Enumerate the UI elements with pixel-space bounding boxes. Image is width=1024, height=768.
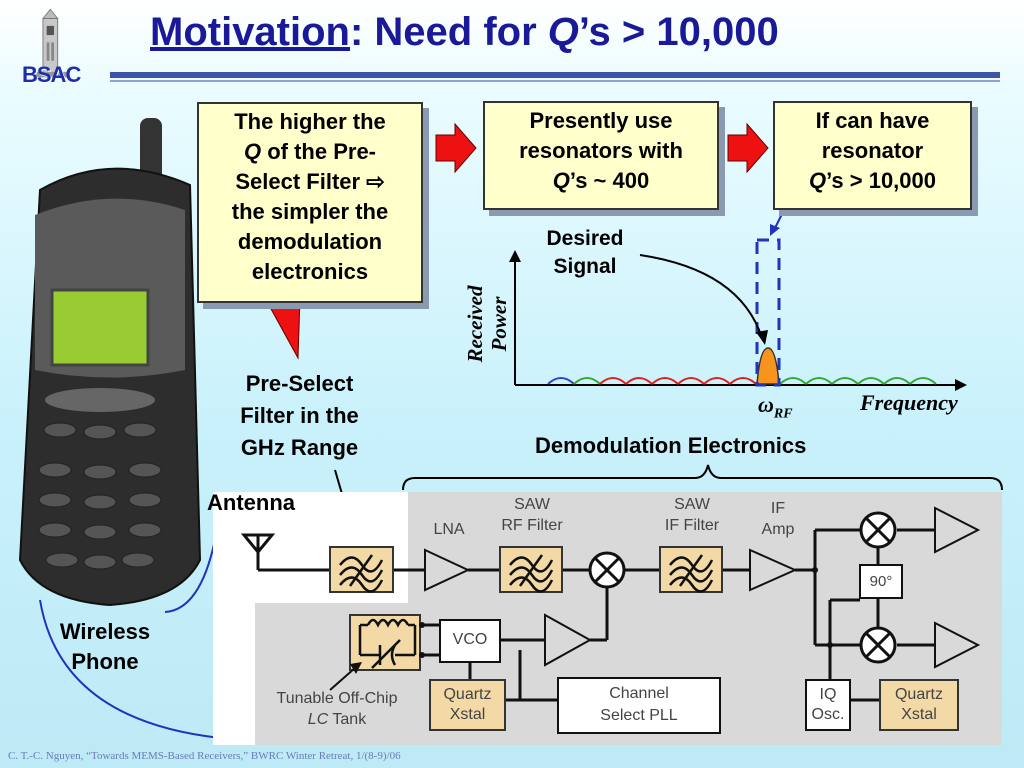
quartz1-line2: Xstal (449, 706, 486, 723)
title-q: Q (547, 10, 579, 54)
quartz-xstal-1: Quartz Xstal (430, 685, 505, 725)
frequency-label: Frequency (860, 390, 958, 415)
title-rule (110, 72, 1000, 78)
received-power-label: Received Power (463, 254, 511, 394)
if-amp-line2: Amp (761, 521, 795, 538)
box1-line1: The higher the (234, 109, 386, 134)
received-power-line1: Received (463, 285, 487, 363)
quartz2-line1: Quartz (894, 686, 943, 703)
saw-rf-label: SAW RF Filter (487, 494, 577, 536)
channel-pll-line1: Channel (609, 685, 669, 702)
title-text-end: ’s > 10,000 (578, 10, 779, 54)
saw-rf-line2: RF Filter (501, 517, 563, 534)
saw-if-line1: SAW (674, 496, 710, 513)
iq-osc-label: IQ Osc. (806, 685, 850, 725)
tunable-lc-label: Tunable Off-Chip LC Tank (258, 688, 416, 730)
channel-pll-label: Channel Select PLL (558, 683, 720, 727)
wireless-phone-line1: Wireless (59, 619, 151, 644)
tunable-line2: LC Tank (307, 711, 367, 728)
title-rule-thin (110, 80, 1000, 82)
pre-select-line2: Filter in the (240, 403, 359, 428)
received-power-line2: Power (487, 296, 511, 352)
pre-select-label: Pre-Select Filter in the GHz Range (212, 368, 387, 464)
box1-line5: demodulation (237, 229, 383, 254)
phone-illustration (18, 118, 202, 607)
desired-signal-line1: Desired (546, 227, 624, 250)
box1-q: Q (243, 139, 262, 164)
slide-title: Motivation: Need for Q’s > 10,000 (150, 10, 779, 55)
wireless-phone-line2: Phone (71, 649, 139, 674)
box-higher-q: The higher the Q of the Pre- Select Filt… (197, 102, 423, 303)
box1-line6: electronics (251, 259, 369, 284)
red-arrow-1 (435, 122, 477, 174)
filter-window (755, 238, 781, 387)
title-motivation: Motivation (150, 10, 350, 54)
title-text: : Need for (349, 10, 548, 54)
saw-if-line2: IF Filter (664, 517, 720, 534)
if-amp-line1: IF (770, 500, 786, 517)
box-if-can-have: If can have resonator Q’s > 10,000 (773, 101, 972, 210)
box1-line4: the simpler the (231, 199, 389, 224)
desired-signal-line2: Signal (553, 255, 617, 278)
box2-line2: resonators with (519, 138, 683, 163)
footer-citation: C. T.-C. Nguyen, “Towards MEMS-Based Rec… (8, 750, 401, 762)
phase-90-label: 90° (869, 573, 893, 590)
box3-line1: If can have (815, 108, 930, 133)
antenna-label: Antenna (207, 490, 295, 515)
quartz2-line2: Xstal (901, 706, 937, 723)
desired-signal-peak (756, 347, 780, 385)
quartz-xstal-2: Quartz Xstal (880, 685, 958, 725)
bsac-logo-text: BSAC (22, 62, 81, 87)
box1-line3: Select Filter ⇨ (235, 169, 385, 194)
box1-line2: Q of the Pre- (243, 139, 377, 164)
omega-rf-label: ωRF (758, 392, 793, 422)
wireless-phone-label: Wireless Phone (40, 617, 170, 677)
demod-label: Demodulation Electronics (535, 433, 807, 458)
if-amp-label: IF Amp (752, 498, 804, 540)
desired-signal-label: Desired Signal (530, 225, 640, 281)
lna-label: LNA (433, 521, 465, 538)
red-arrow-2 (727, 122, 769, 174)
iq-osc-line2: Osc. (811, 706, 845, 723)
box-presently-use: Presently use resonators with Q’s ~ 400 (483, 101, 719, 210)
box2-line3: Q’s ~ 400 (552, 168, 650, 193)
pre-select-line1: Pre-Select (245, 371, 354, 396)
quartz1-line1: Quartz (443, 686, 492, 703)
channel-pll-line2: Select PLL (600, 707, 678, 724)
vco-label: VCO (452, 631, 488, 648)
pre-select-line3: GHz Range (240, 435, 359, 460)
box3-line3: Q’s > 10,000 (808, 168, 937, 193)
iq-osc-line1: IQ (819, 686, 837, 703)
box2-line1: Presently use (529, 108, 673, 133)
tunable-line1: Tunable Off-Chip (276, 690, 398, 707)
saw-rf-line1: SAW (514, 496, 550, 513)
box3-line2: resonator (821, 138, 924, 163)
saw-if-label: SAW IF Filter (647, 494, 737, 536)
campanile-logo-icon (33, 8, 71, 78)
